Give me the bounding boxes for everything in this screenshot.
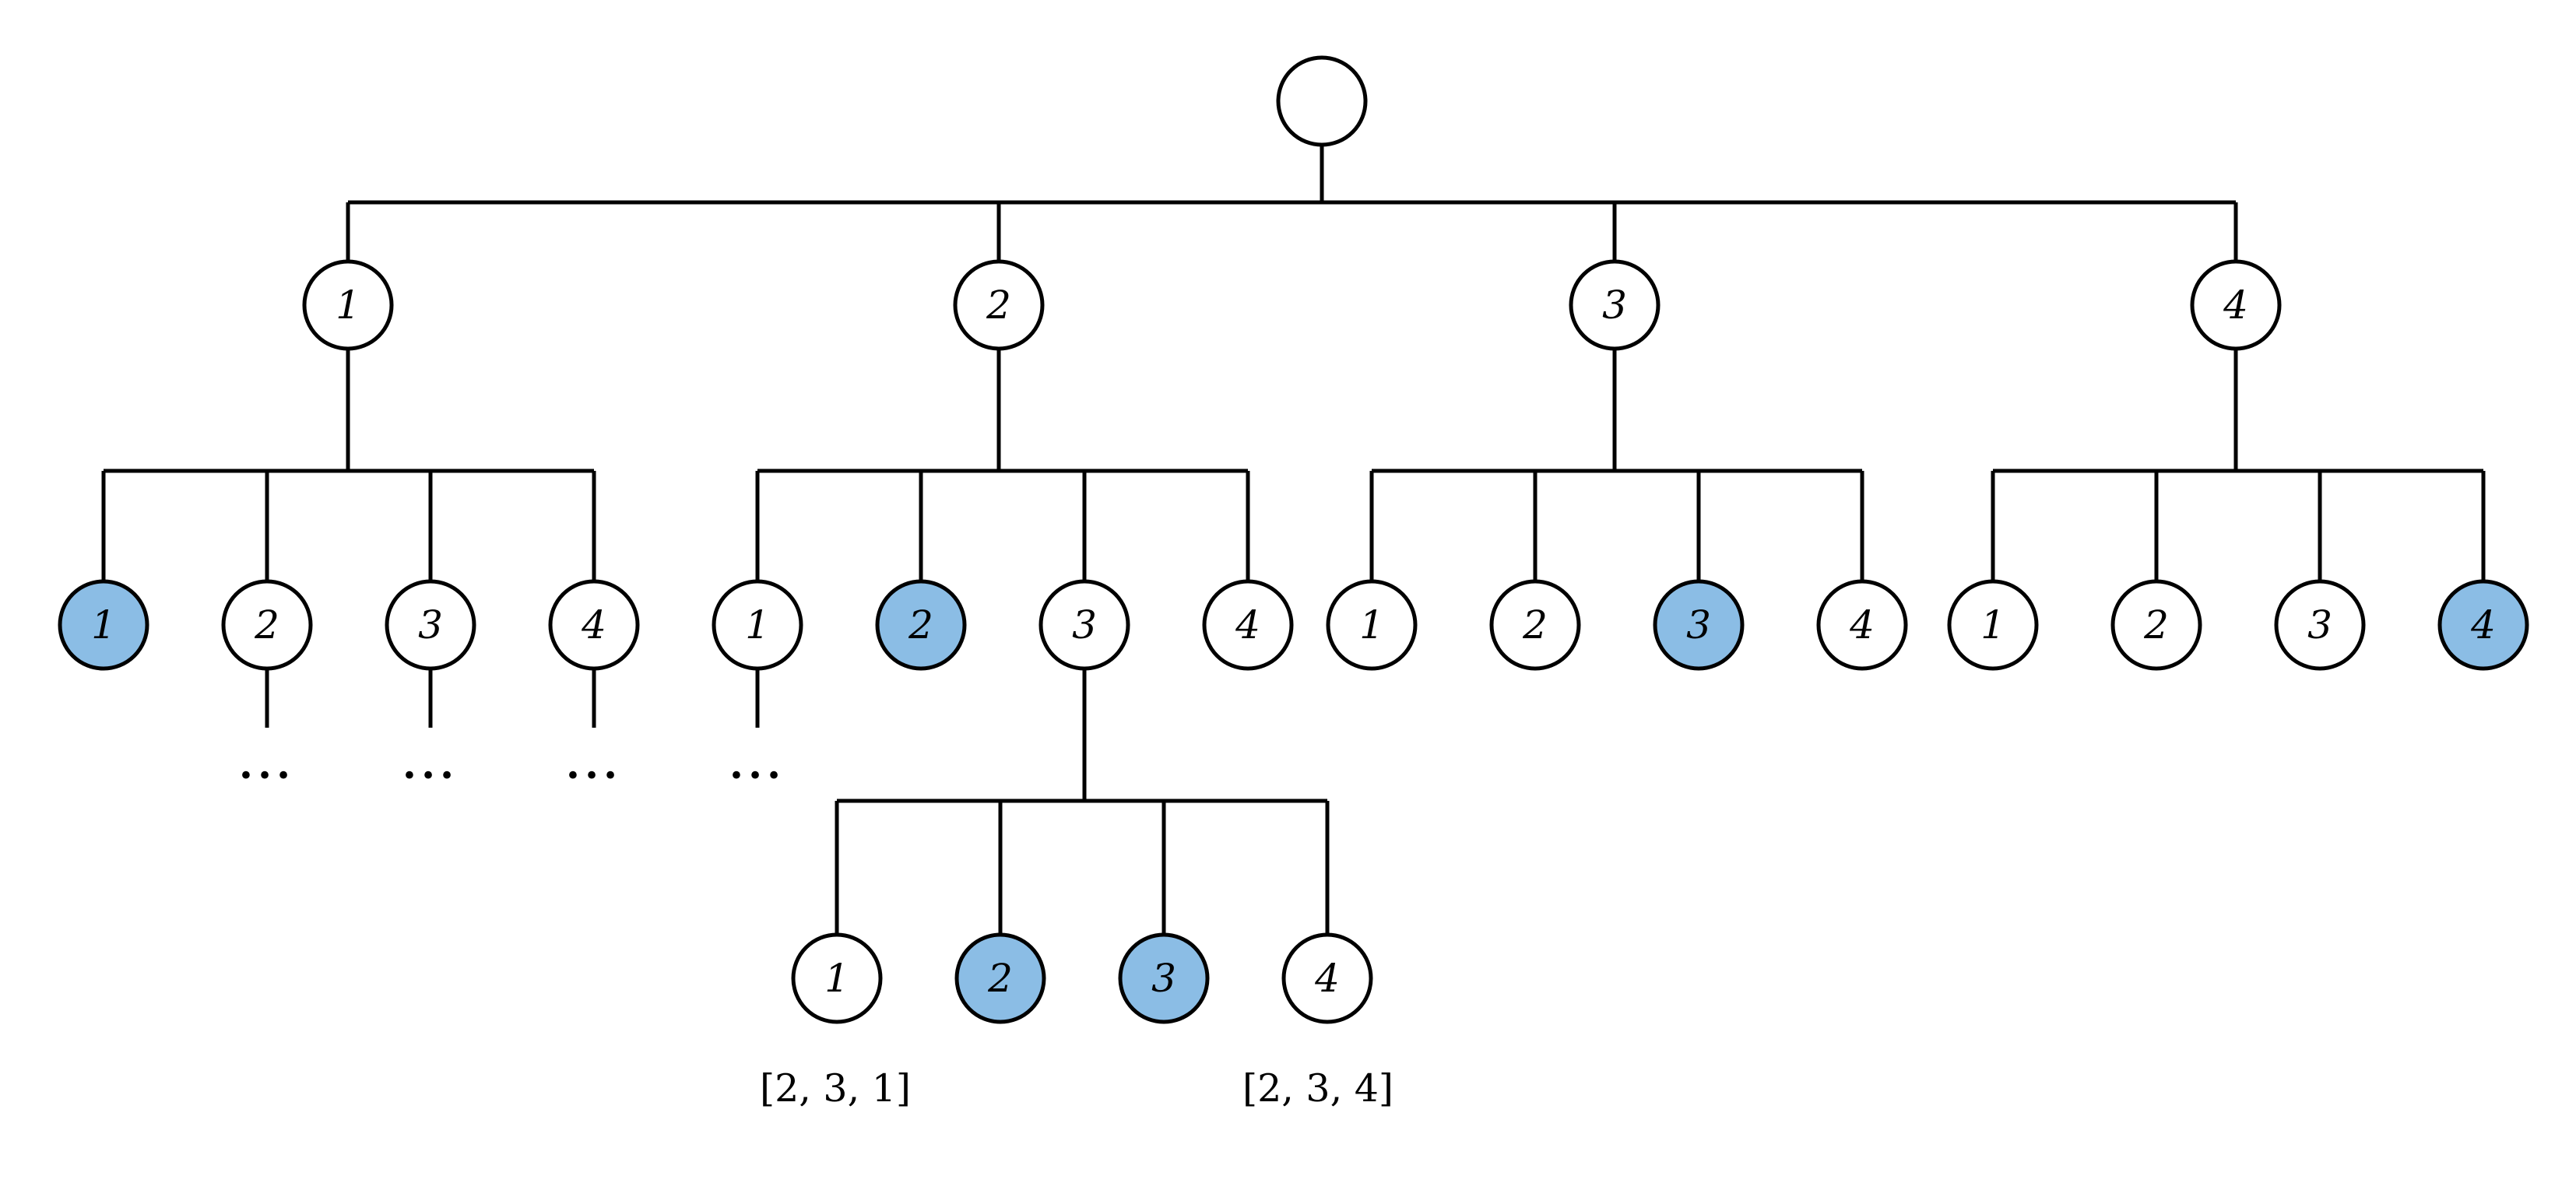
tree-node-under-2-3-3 [1118,932,1210,1024]
node-label-under-3-1: 1 [1359,602,1384,648]
tree-node-level1-1 [302,259,394,351]
tree-node-under-1-2 [221,579,313,671]
tree-node-under-4-3 [2274,579,2366,671]
node-label-under-1-4: 4 [581,602,606,648]
tree-node-under-2-3-1 [791,932,883,1024]
tree-node-under-4-4 [2437,579,2529,671]
node-label-level1-1: 1 [336,283,360,328]
tree-node-root [1276,55,1368,147]
tree-node-under-2-4 [1202,579,1294,671]
node-label-under-4-2: 2 [2143,602,2169,648]
tree-node-under-4-2 [2110,579,2202,671]
tree-node-under-1-1 [58,579,149,671]
node-label-under-2-1: 1 [745,602,770,648]
node-label-under-1-1: 1 [91,602,116,648]
node-label-under-2-3-4: 4 [1314,956,1340,1001]
node-label-under-3-4: 4 [1849,602,1875,648]
tree-node-under-2-3-2 [954,932,1046,1024]
node-label-under-4-3: 3 [2307,602,2332,648]
node-label-level1-3: 3 [1602,283,1627,328]
tree-node-under-1-4 [548,579,640,671]
tree-node-under-3-1 [1326,579,1418,671]
node-label-under-3-2: 2 [1522,602,1548,648]
node-label-under-2-3-3: 3 [1151,956,1176,1001]
ellipsis-under-2-1: ... [729,741,785,788]
tree-node-under-2-2 [875,579,967,671]
path-label-1: [2, 3, 4] [1242,1066,1393,1111]
tree-node-under-4-1 [1947,579,2039,671]
tree-node-level1-4 [2190,259,2282,351]
tree-node-under-2-3 [1038,579,1130,671]
tree-node-under-3-2 [1489,579,1581,671]
node-label-under-2-4: 4 [1235,602,1260,648]
tree-node-under-3-3 [1653,579,1745,671]
tree-node-under-2-3-4 [1281,932,1373,1024]
node-label-level1-4: 4 [2223,283,2248,328]
node-label-under-4-4: 4 [2470,602,2496,648]
tree-node-under-2-1 [712,579,803,671]
ellipsis-under-1-3: ... [402,741,459,788]
node-label-under-2-3: 3 [1072,602,1097,648]
node-label-under-1-3: 3 [418,602,443,648]
tree-node-level1-3 [1569,259,1661,351]
ellipsis-under-1-2: ... [239,741,295,788]
tree-node-under-1-3 [385,579,476,671]
node-label-level1-2: 2 [986,283,1011,328]
tree-node-under-3-4 [1816,579,1908,671]
ellipsis-under-1-4: ... [566,741,622,788]
node-label-under-3-3: 3 [1686,602,1711,648]
path-label-0: [2, 3, 1] [760,1066,911,1111]
node-label-under-2-3-1: 1 [824,956,849,1001]
node-label-under-4-1: 1 [1980,602,2005,648]
node-label-under-2-2: 2 [908,602,933,648]
node-label-under-2-3-2: 2 [987,956,1013,1001]
node-label-under-1-2: 2 [254,602,279,648]
tree-node-level1-2 [953,259,1045,351]
